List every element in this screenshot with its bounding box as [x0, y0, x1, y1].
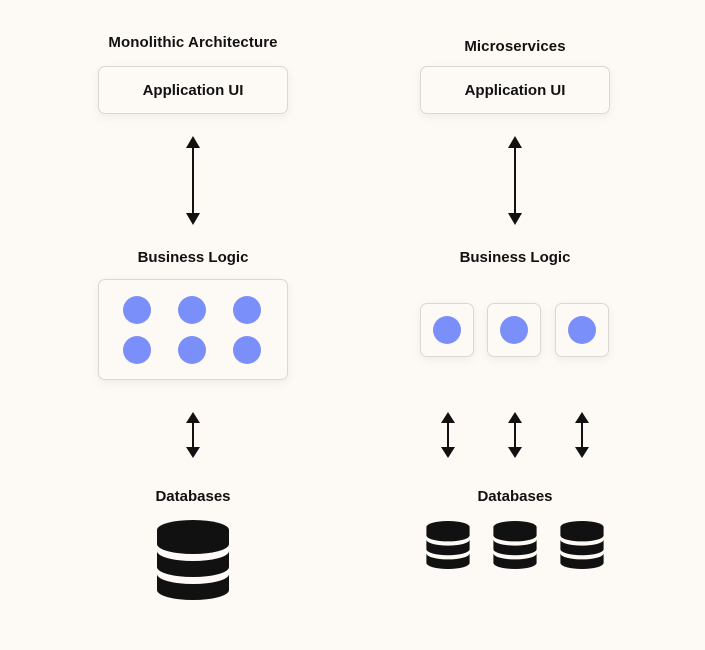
monolithic-databases-label: Databases — [155, 488, 231, 505]
microservices-databases-label: Databases — [477, 488, 553, 505]
logic-dot — [233, 336, 261, 364]
service-box — [487, 303, 541, 357]
monolithic-business-logic-label: Business Logic — [137, 249, 249, 266]
microservices-business-logic-label: Business Logic — [459, 249, 571, 266]
monolithic-application-ui-box: Application UI — [98, 66, 288, 114]
monolithic-column: Monolithic Architecture Application UI B… — [28, 0, 358, 650]
microservices-column: Microservices Application UI Business Lo… — [350, 0, 680, 650]
service-dot — [500, 316, 528, 344]
monolithic-business-logic-box — [98, 279, 288, 380]
logic-dot — [123, 296, 151, 324]
logic-dot — [178, 336, 206, 364]
monolithic-application-ui-label: Application UI — [142, 81, 244, 99]
microservices-application-ui-box: Application UI — [420, 66, 610, 114]
logic-dot — [178, 296, 206, 324]
service-box — [420, 303, 474, 357]
microservices-application-ui-label: Application UI — [464, 81, 566, 99]
microservices-title: Microservices — [464, 38, 566, 55]
service-dot — [568, 316, 596, 344]
logic-dot — [123, 336, 151, 364]
monolithic-title: Monolithic Architecture — [108, 34, 278, 51]
service-box — [555, 303, 609, 357]
service-dot — [433, 316, 461, 344]
logic-dot — [233, 296, 261, 324]
